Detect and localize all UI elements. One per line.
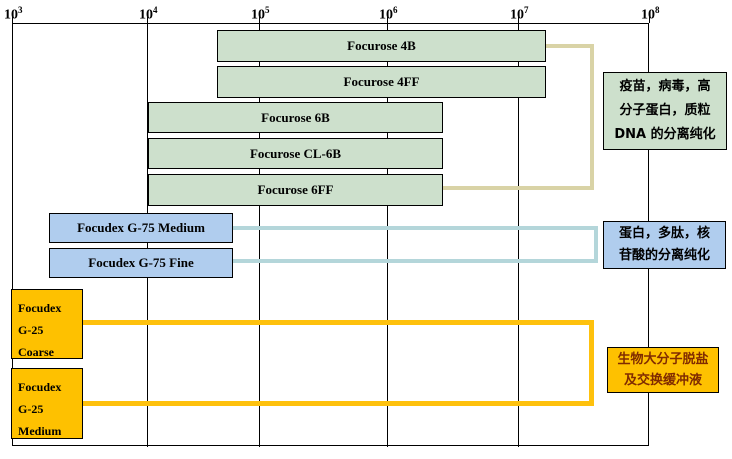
connector-agarose-bottom: [443, 186, 594, 190]
annotation-g25-applications: 生物大分子脱盐 及交换缓冲液: [607, 347, 719, 393]
gridline-10e6: [387, 23, 388, 447]
connector-g25-top: [83, 320, 594, 325]
x-tick-label-10e3: 103: [4, 5, 23, 23]
annotation-line: 分子蛋白，质粒: [619, 103, 711, 118]
x-tick-label-10e8: 108: [641, 5, 660, 23]
axis-tick-10e7: [518, 15, 519, 23]
annotation-line: 及交换缓冲液: [623, 373, 702, 388]
connector-g75-vertical: [594, 226, 598, 263]
bar-label-line: Medium: [18, 424, 62, 438]
bar-label: Focudex G-75 Fine: [88, 255, 194, 270]
axis-tick-10e6: [387, 15, 388, 23]
axis-tick-10e4: [147, 15, 148, 23]
bar-label-line: Focudex: [18, 380, 62, 394]
x-tick-label-10e5: 105: [251, 5, 270, 23]
annotation-line: 疫苗，病毒，高: [619, 79, 711, 94]
bar-label: Focurose 4FF: [343, 74, 420, 89]
x-tick-label-10e4: 104: [139, 5, 158, 23]
bar-focudex-g25-medium: Focudex G-25 Medium: [11, 368, 83, 439]
annotation-line: DNA 的分离纯化: [614, 127, 716, 142]
bar-focurose-4b: Focurose 4B: [217, 30, 546, 62]
connector-g25-vertical: [589, 320, 594, 406]
annotation-line: 苷酸的分离纯化: [618, 248, 710, 263]
bar-label: Focudex G-75 Medium: [77, 220, 205, 235]
connector-g75-bottom: [232, 259, 598, 263]
bar-label: Focurose 6B: [261, 109, 330, 125]
bar-focudex-g25-coarse: Focudex G-25 Coarse: [11, 289, 83, 359]
connector-agarose-top: [545, 44, 594, 48]
connector-g75-top: [232, 226, 598, 230]
annotation-g75-applications: 蛋白，多肽，核 苷酸的分离纯化: [603, 221, 726, 269]
connector-agarose-vertical: [590, 44, 594, 190]
bar-focurose-cl6b: Focurose CL-6B: [148, 138, 443, 169]
bar-label-line: G-25: [18, 323, 44, 337]
bar-focudex-g75-fine: Focudex G-75 Fine: [49, 248, 233, 278]
bar-label-line: G-25: [18, 402, 44, 416]
bar-focurose-6ff: Focurose 6FF: [148, 174, 443, 206]
axis-tick-10e8: [649, 15, 650, 23]
annotation-line: 生物大分子脱盐: [617, 352, 709, 367]
bar-label-line: Focudex: [18, 301, 62, 315]
axis-tick-10e5: [259, 15, 260, 23]
bar-label: Focurose 6FF: [257, 182, 334, 197]
x-tick-label-10e7: 107: [510, 5, 529, 23]
annotation-line: 蛋白，多肽，核: [618, 226, 710, 241]
connector-g25-bottom: [83, 401, 594, 406]
gridline-10e7: [518, 23, 519, 447]
annotation-agarose-applications: 疫苗，病毒，高 分子蛋白，质粒 DNA 的分离纯化: [603, 72, 727, 150]
axis-tick-10e3: [12, 15, 13, 23]
x-tick-label-10e6: 106: [379, 5, 398, 23]
gridline-10e5: [259, 23, 260, 447]
bar-focudex-g75-medium: Focudex G-75 Medium: [49, 213, 233, 243]
bar-label: Focurose CL-6B: [249, 145, 342, 161]
bar-focurose-6b: Focurose 6B: [148, 102, 443, 133]
bar-label-line: Coarse: [18, 345, 54, 359]
bar-focurose-4ff: Focurose 4FF: [217, 66, 546, 98]
bar-label: Focurose 4B: [347, 38, 416, 53]
